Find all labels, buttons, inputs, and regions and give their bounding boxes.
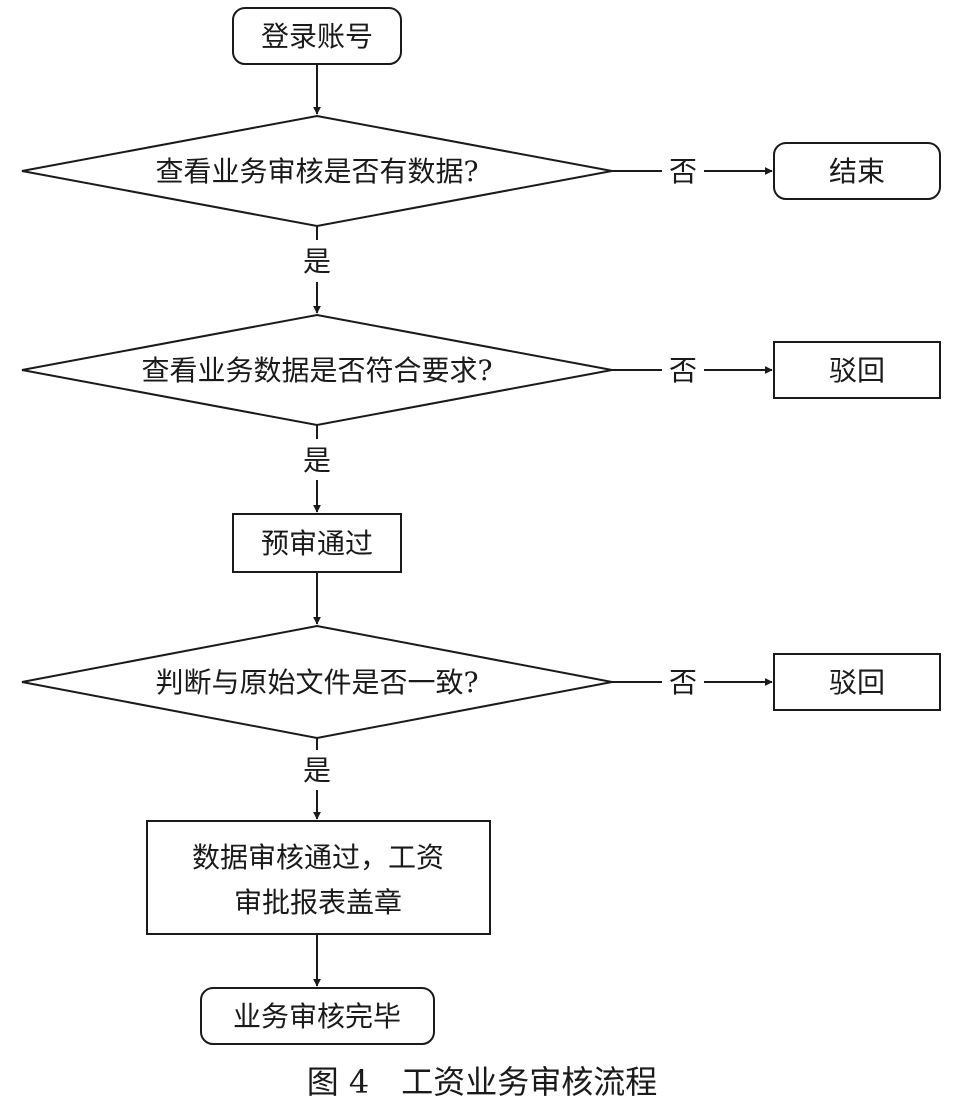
end-label: 结束 bbox=[829, 155, 885, 188]
complete-label: 业务审核完毕 bbox=[233, 1000, 401, 1033]
pre-approved-label: 预审通过 bbox=[261, 527, 373, 560]
complete-node bbox=[200, 987, 435, 1045]
approved-label-line1: 数据审核通过，工资 bbox=[192, 841, 444, 874]
yes-label-3: 是 bbox=[303, 754, 331, 787]
yes-label-2: 是 bbox=[303, 444, 331, 477]
check-requirements-label: 查看业务数据是否符合要求? bbox=[141, 354, 492, 387]
end-node bbox=[773, 142, 941, 200]
reject-label-1: 驳回 bbox=[829, 354, 885, 387]
approved-label-line2: 审批报表盖章 bbox=[234, 886, 402, 919]
no-label-2: 否 bbox=[669, 354, 697, 387]
no-label-3: 否 bbox=[669, 666, 697, 699]
figure-caption: 图 4 工资业务审核流程 bbox=[307, 1063, 658, 1101]
no-label-1: 否 bbox=[669, 155, 697, 188]
yes-label-1: 是 bbox=[303, 245, 331, 278]
reject-label-2: 驳回 bbox=[829, 666, 885, 699]
login-label: 登录账号 bbox=[261, 20, 373, 53]
check-data-label: 查看业务审核是否有数据? bbox=[155, 155, 478, 188]
check-original-label: 判断与原始文件是否一致? bbox=[155, 666, 478, 699]
reject-node-2 bbox=[773, 653, 941, 711]
approved-node bbox=[146, 820, 491, 935]
reject-node-1 bbox=[773, 341, 941, 399]
